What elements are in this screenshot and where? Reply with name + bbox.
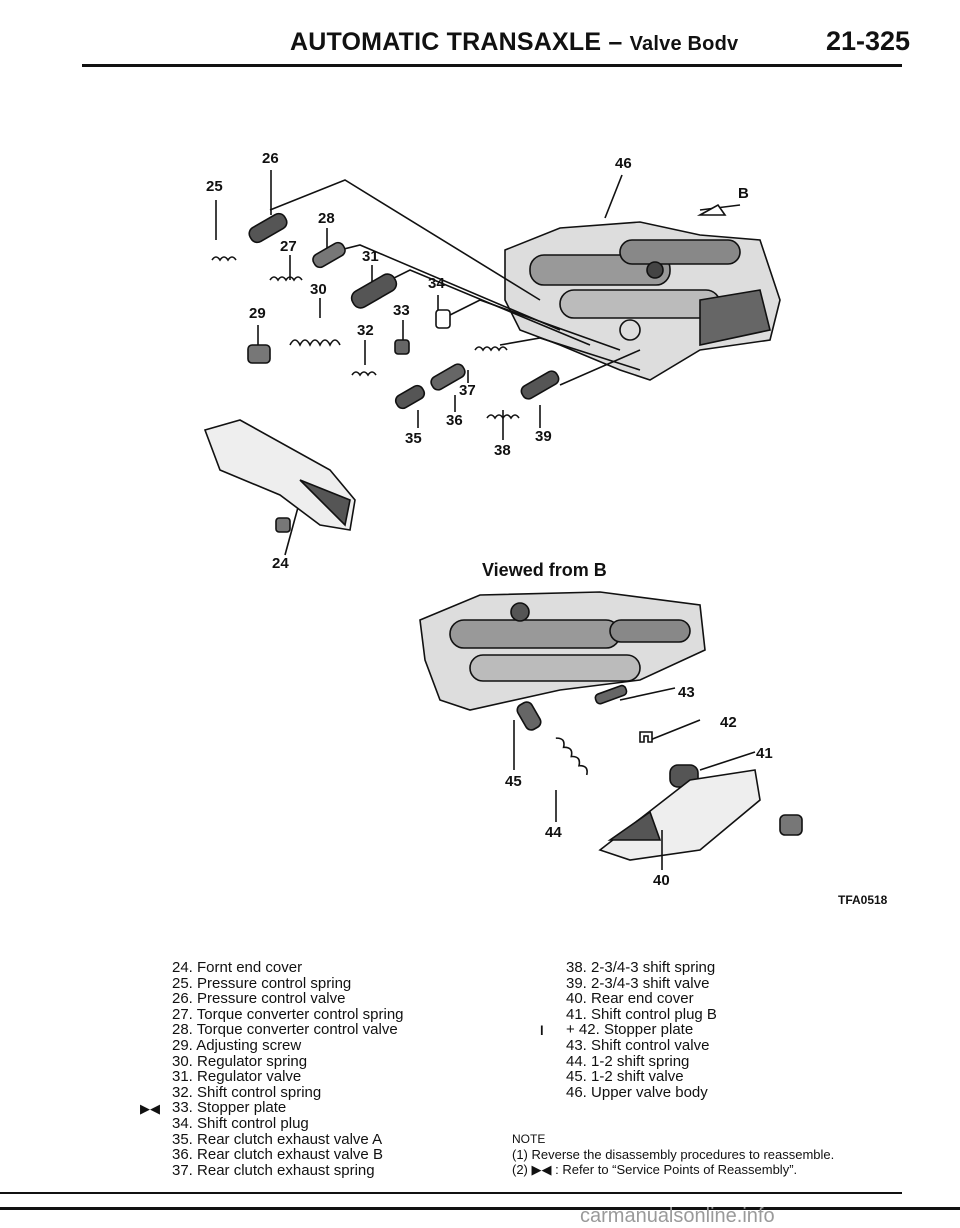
legend-item: 45. 1-2 shift valve xyxy=(566,1068,684,1086)
callout-26: 26 xyxy=(262,150,279,167)
callout-24: 24 xyxy=(272,555,289,572)
header-dash: – xyxy=(608,28,623,56)
site-watermark: carmanualsonline.info xyxy=(580,1205,775,1227)
note-heading: NOTE xyxy=(512,1132,546,1146)
callout-34: 34 xyxy=(428,275,445,292)
page-number: 21-325 xyxy=(826,26,911,56)
legend-item: 35. Rear clutch exhaust valve A xyxy=(172,1130,383,1148)
callout-25: 25 xyxy=(206,178,223,195)
legend-item: 33. Stopper plate xyxy=(172,1099,287,1117)
callout-46: 46 xyxy=(615,155,632,172)
legend-item: 30. Regulator spring xyxy=(172,1052,308,1070)
note-line-2: (2) ▶◀ : Refer to “Service Points of Rea… xyxy=(512,1162,798,1177)
callout-44: 44 xyxy=(545,824,562,841)
legend-item: 43. Shift control valve xyxy=(566,1036,710,1054)
callout-41: 41 xyxy=(756,745,773,762)
legend-left: 24. Fornt end cover 25. Pressure control… xyxy=(172,960,404,1178)
legend-item: 39. 2-3/4-3 shift valve xyxy=(566,974,710,992)
callout-32: 32 xyxy=(357,322,374,339)
header-title-text: AUTOMATIC TRANSAXLE xyxy=(290,28,602,56)
legend-item: 31. Regulator valve xyxy=(172,1068,302,1086)
legend-item: + 42. Stopper plate xyxy=(566,1021,694,1039)
callout-29: 29 xyxy=(249,305,266,322)
callout-45: 45 xyxy=(505,773,522,790)
callout-37: 37 xyxy=(459,382,476,399)
legend-item: 36. Rear clutch exhaust valve B xyxy=(172,1146,383,1164)
legend-item: 32. Shift control spring xyxy=(172,1083,322,1101)
legend-item: 27. Torque converter control spring xyxy=(172,1005,404,1023)
footer-rule-lower xyxy=(0,1207,960,1210)
legend-item: 29. Adjusting screw xyxy=(172,1036,302,1054)
legend-item: 46. Upper valve body xyxy=(566,1083,708,1101)
footer-rule-upper xyxy=(0,1192,902,1194)
viewed-from-b-label: Viewed from B xyxy=(482,560,607,580)
callout-40: 40 xyxy=(653,872,670,889)
bullet-mark-42: l xyxy=(540,1023,544,1038)
lower-valve-body-drawing xyxy=(419,591,706,711)
callout-42: 42 xyxy=(720,714,737,731)
legend-item: 26. Pressure control valve xyxy=(172,990,346,1008)
legend-item: 38. 2-3/4-3 shift spring xyxy=(566,959,716,976)
callout-30: 30 xyxy=(310,281,327,298)
legend-item: 44. 1-2 shift spring xyxy=(566,1052,690,1070)
header-rule xyxy=(82,64,902,67)
callout-31: 31 xyxy=(362,248,379,265)
callout-27: 27 xyxy=(280,238,297,255)
callout-38: 38 xyxy=(494,442,511,459)
callout-36: 36 xyxy=(446,412,463,429)
legend-item: 34. Shift control plug xyxy=(172,1114,309,1132)
callout-28: 28 xyxy=(318,210,335,227)
legend-item: 41. Shift control plug B xyxy=(566,1005,717,1023)
upper-valve-body-drawing xyxy=(504,221,781,381)
legend-item: 25. Pressure control spring xyxy=(172,974,352,992)
legend-item: 28. Torque converter control valve xyxy=(172,1021,398,1039)
note-line-1: (1) Reverse the disassembly procedures t… xyxy=(512,1147,835,1162)
callout-43: 43 xyxy=(678,684,695,701)
legend-item: 24. Fornt end cover xyxy=(172,959,303,976)
callout-33: 33 xyxy=(393,302,410,319)
page-header-title: AUTOMATIC TRANSAXLE – Valve Bodv xyxy=(290,28,738,57)
header-subtitle: Valve Bodv xyxy=(629,33,739,55)
reassembly-mark-33: ▶◀ xyxy=(140,1101,160,1116)
legend-right: 38. 2-3/4-3 shift spring 39. 2-3/4-3 shi… xyxy=(566,960,717,1100)
legend-item: 37. Rear clutch exhaust spring xyxy=(172,1161,375,1179)
legend-item: 40. Rear end cover xyxy=(566,990,694,1008)
callout-39: 39 xyxy=(535,428,552,445)
callout-B: B xyxy=(738,185,749,202)
figure-code: TFA0518 xyxy=(838,893,888,907)
callout-35: 35 xyxy=(405,430,422,447)
